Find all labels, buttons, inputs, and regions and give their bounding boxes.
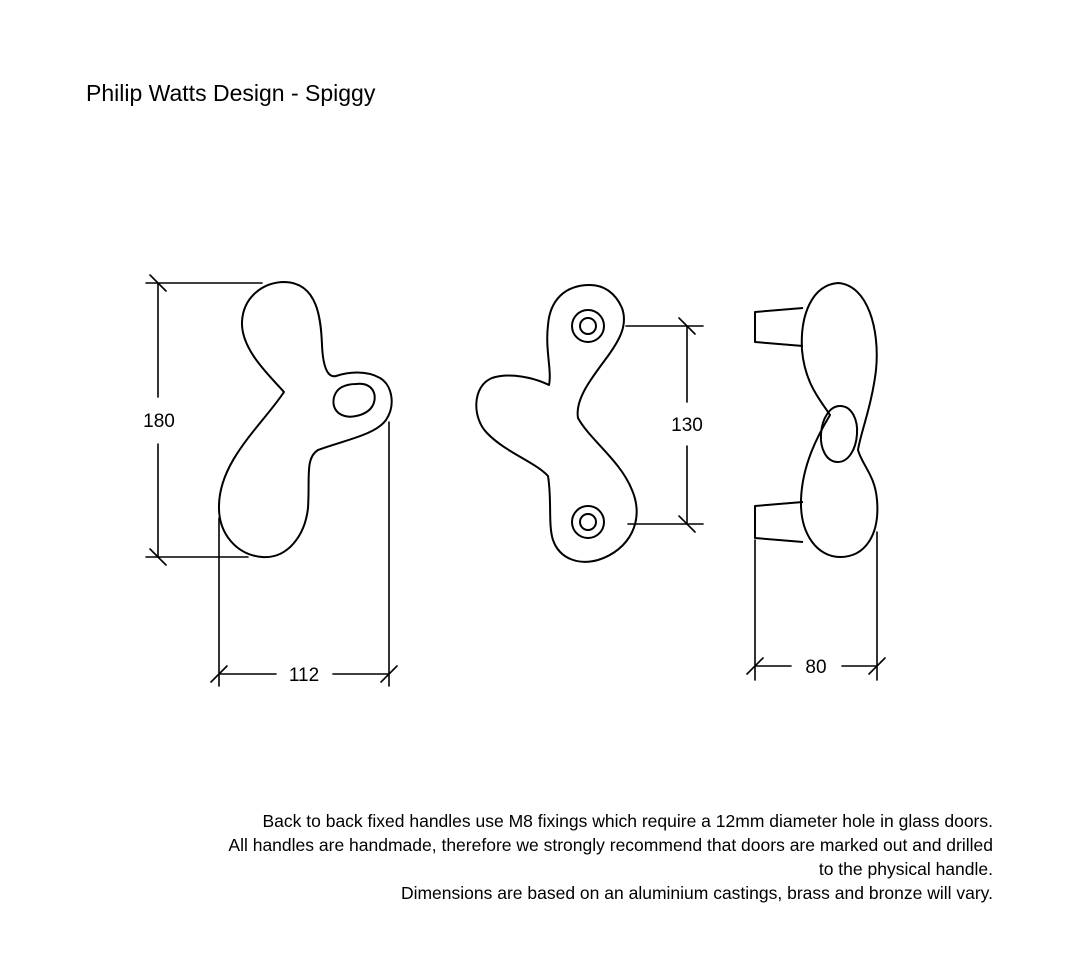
front-view: 180 112 xyxy=(143,274,398,687)
dim-180-tick-bottom xyxy=(149,548,167,566)
dim-130-tick-top xyxy=(678,317,696,335)
handle-side-boss xyxy=(819,405,859,463)
notes-block: Back to back fixed handles use M8 fixing… xyxy=(93,809,993,905)
dim-80-label: 80 xyxy=(805,657,826,678)
spindle-top xyxy=(754,307,804,347)
fixing-hole-bottom-inner xyxy=(579,513,597,531)
spindle-bottom xyxy=(754,501,804,543)
dim-112-tick-right xyxy=(380,665,398,683)
dim-112-label: 112 xyxy=(289,665,319,686)
dim-180-label: 180 xyxy=(143,411,175,432)
dim-130-label: 130 xyxy=(671,415,703,436)
fixing-hole-top-outer xyxy=(571,309,605,343)
note-line: Dimensions are based on an aluminium cas… xyxy=(400,883,993,903)
dim-80-tick-left xyxy=(746,657,764,675)
note-line: Back to back fixed handles use M8 fixing… xyxy=(262,811,993,831)
back-view: 130 xyxy=(475,284,704,563)
dim-80-tick-right xyxy=(868,657,886,675)
note-line: All handles are handmade, therefore we s… xyxy=(228,835,993,855)
dim-130-tick-bottom xyxy=(678,515,696,533)
dim-112-tick-left xyxy=(210,665,228,683)
fixing-hole-bottom-outer xyxy=(571,505,605,539)
handle-front-hole xyxy=(332,382,376,418)
handle-back-outline xyxy=(475,284,638,563)
side-view: 80 xyxy=(746,282,886,681)
fixing-hole-top-inner xyxy=(579,317,597,335)
handle-front-outline xyxy=(217,281,393,559)
note-line: to the physical handle. xyxy=(818,859,993,879)
handle-side-outline xyxy=(799,282,879,558)
dim-180-tick-top xyxy=(149,274,167,292)
drawing-title: Philip Watts Design - Spiggy xyxy=(86,80,376,106)
